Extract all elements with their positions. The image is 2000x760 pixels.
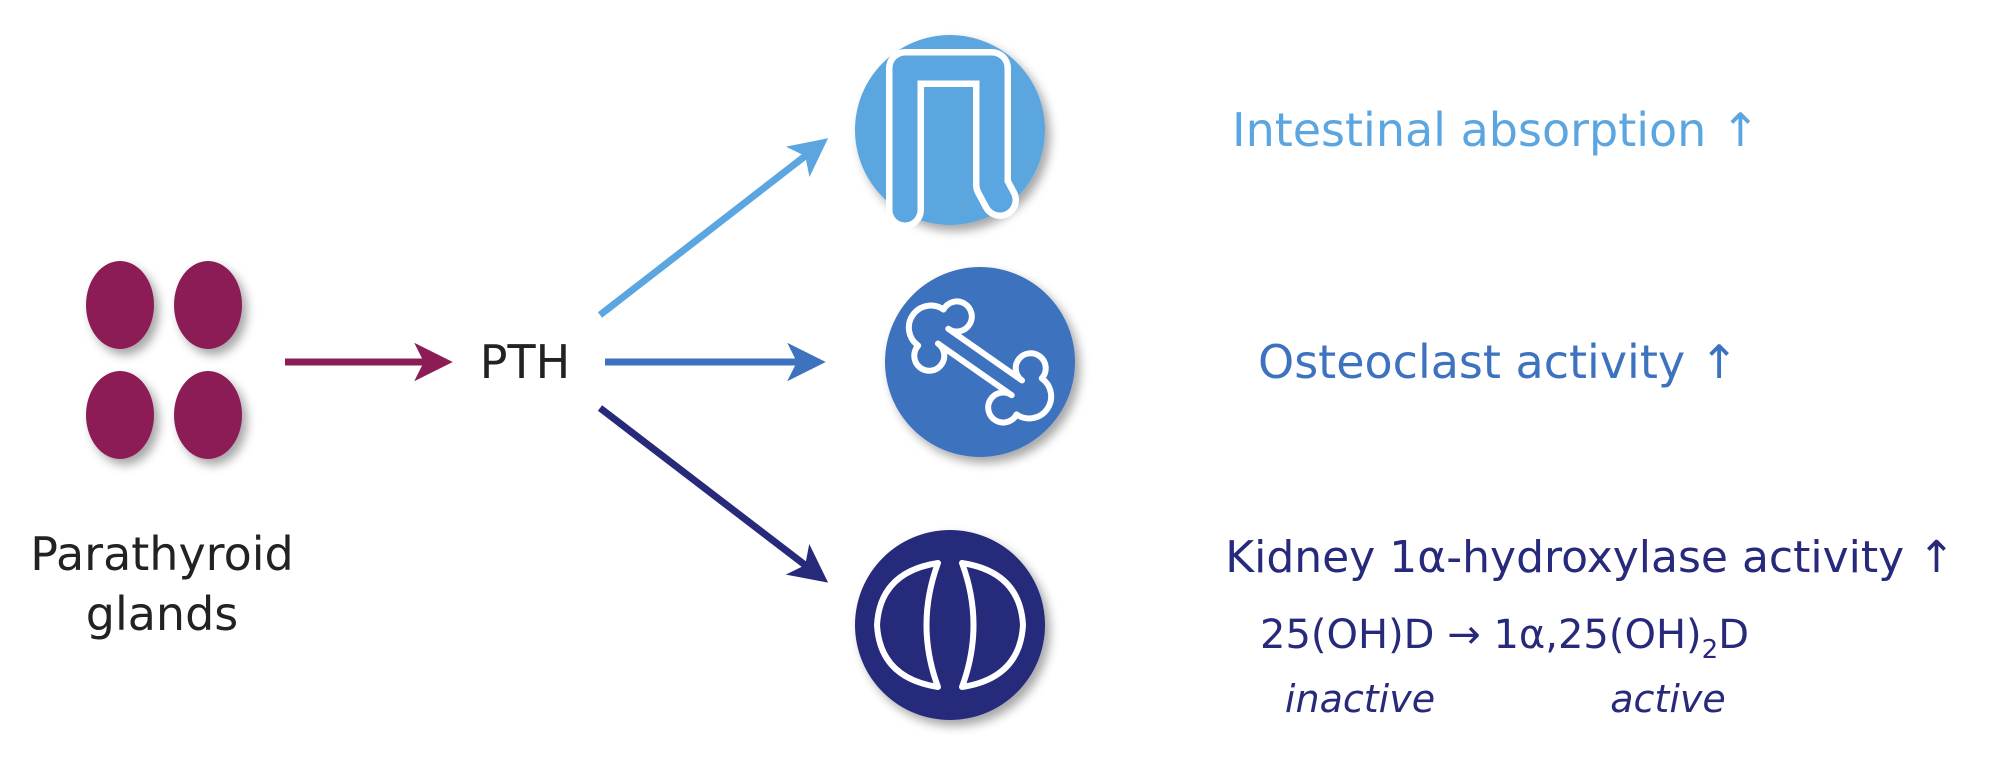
pth-to-intestine-arrow (597, 138, 829, 318)
trend-up-icon: ↑ (1721, 103, 1760, 157)
intestine-icon (855, 35, 1045, 229)
bone-icon (885, 267, 1075, 457)
substrate-label: 25(OH)D (1260, 612, 1434, 658)
source-label-line1: Parathyroid (30, 527, 293, 581)
hormone-label: PTH (480, 335, 570, 389)
gland-upper-right (174, 261, 242, 349)
source-label-line2: glands (86, 587, 239, 641)
trend-up-icon: ↑ (1700, 335, 1739, 389)
vitamin-d-conversion: 25(OH)D → 1α,25(OH)2D (1260, 612, 1749, 665)
parathyroid-glands-icon (86, 261, 242, 459)
pth-to-kidney-arrow (597, 405, 829, 583)
substrate-state-label: inactive (1285, 677, 1435, 721)
trend-up-icon: ↑ (1918, 532, 1955, 583)
kidney-hydroxylase-label: Kidney 1α-hydroxylase activity ↑ (1225, 532, 1955, 583)
gland-lower-right (174, 371, 242, 459)
product-label: 1α,25(OH) (1493, 612, 1701, 658)
conversion-arrow-icon: → (1447, 612, 1481, 658)
osteoclast-activity-label: Osteoclast activity ↑ (1258, 335, 1738, 389)
product-state-label: active (1610, 677, 1726, 721)
gland-lower-left (86, 371, 154, 459)
intestinal-absorption-label: Intestinal absorption ↑ (1232, 103, 1759, 157)
gland-upper-left (86, 261, 154, 349)
kidney-icon (855, 530, 1045, 720)
